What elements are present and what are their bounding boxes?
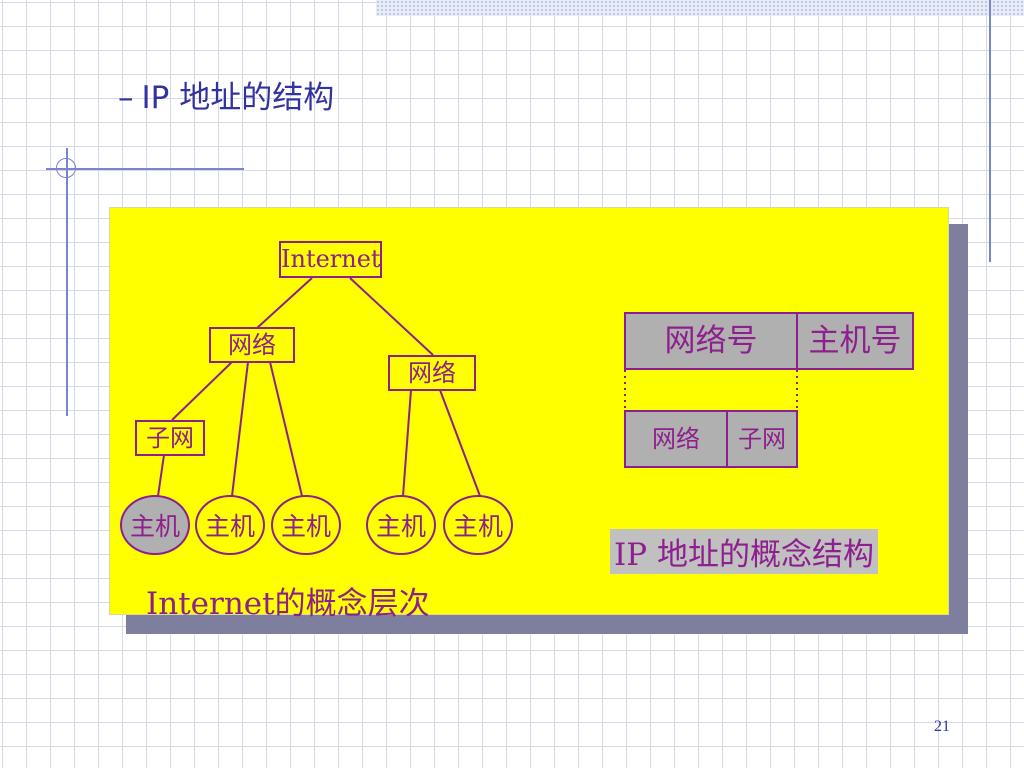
edge-root-net-right (349, 277, 434, 356)
bullet-dash: – (118, 80, 134, 116)
host-node-1: 主机 (120, 495, 190, 555)
network-node-left: 网络 (209, 327, 295, 363)
network-number-label: 网络号 (664, 323, 758, 359)
network-right-label: 网络 (408, 359, 456, 387)
host-3-label: 主机 (280, 512, 331, 541)
subnet-label: 子网 (146, 424, 194, 452)
subnet-part-label: 子网 (738, 425, 786, 453)
edge-net-right-host4 (402, 389, 412, 497)
decorative-horizontal-line (46, 168, 244, 170)
network-part-cell: 网络 (624, 410, 728, 468)
edge-subnet-host1 (157, 454, 165, 497)
network-left-label: 网络 (228, 331, 276, 359)
host-node-4: 主机 (366, 495, 436, 555)
title-text: IP 地址的结构 (141, 80, 335, 116)
slide-title: –IP 地址的结构 (118, 72, 334, 117)
edge-net-right-host5 (439, 389, 481, 497)
host-node-2: 主机 (195, 495, 265, 555)
subnet-part-cell: 子网 (726, 410, 798, 468)
host-node-3: 主机 (271, 495, 341, 555)
host-number-cell: 主机号 (796, 312, 914, 370)
host-1-label: 主机 (129, 512, 180, 541)
top-decorative-band (376, 0, 1024, 16)
edge-net-left-host3 (269, 361, 303, 497)
decorative-vertical-line-right (989, 0, 991, 262)
host-2-label: 主机 (204, 512, 255, 541)
edge-net-left-host2 (231, 361, 249, 497)
host-number-label: 主机号 (808, 323, 902, 359)
network-part-label: 网络 (652, 425, 700, 453)
internet-label: Internet (281, 245, 381, 273)
decorative-vertical-line-left (66, 148, 68, 416)
page-number: 21 (934, 718, 950, 735)
network-node-right: 网络 (388, 355, 476, 391)
decorative-ring (56, 158, 76, 178)
network-number-cell: 网络号 (624, 312, 798, 370)
host-5-label: 主机 (452, 512, 503, 541)
edge-root-net-left (256, 277, 313, 329)
internet-node: Internet (279, 241, 382, 278)
host-node-5: 主机 (443, 495, 513, 555)
ip-structure-caption: IP 地址的概念结构 (610, 529, 878, 574)
edge-net-left-subnet (171, 361, 233, 421)
host-4-label: 主机 (375, 512, 426, 541)
subnet-node: 子网 (135, 420, 205, 456)
internet-hierarchy-caption: Internet的概念层次 (146, 586, 430, 622)
